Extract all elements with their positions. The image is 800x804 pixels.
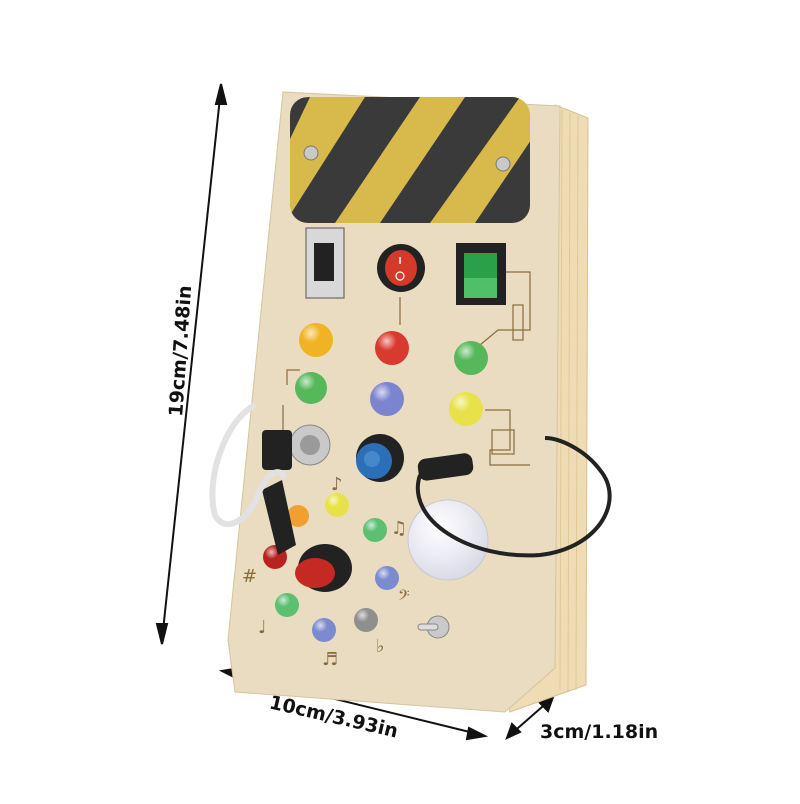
depth-dimension-arrow — [505, 695, 555, 740]
etched-circuit-lines — [282, 271, 531, 466]
svg-text:♫: ♫ — [391, 518, 407, 539]
screw-right — [495, 156, 511, 172]
svg-text:♬: ♬ — [322, 649, 338, 670]
key-lock-switch — [262, 424, 331, 555]
orange-small — [287, 505, 309, 527]
green-rocker-switch — [456, 243, 506, 305]
red-knob — [295, 544, 352, 592]
svg-text:𝄢: 𝄢 — [398, 587, 410, 608]
height-dimension-arrow — [155, 83, 228, 645]
hazard-stripe-plate — [290, 97, 530, 223]
white-lanyard — [209, 402, 288, 528]
slide-switch — [305, 227, 345, 299]
toggle-switch — [417, 615, 450, 639]
screw-left — [303, 145, 319, 161]
depth-dimension-label: 3cm/1.18in — [540, 721, 659, 743]
svg-text:♭: ♭ — [376, 636, 385, 657]
svg-text:#: # — [242, 566, 257, 587]
light-bulbs — [263, 323, 488, 642]
svg-text:♪: ♪ — [331, 474, 343, 495]
black-plug-cable — [415, 436, 612, 558]
red-rocker-switch — [377, 244, 425, 292]
music-note-etchings: ♪ ♫ # 𝄢 ♩ ♬ ♭ — [242, 474, 410, 670]
svg-text:♩: ♩ — [258, 617, 267, 638]
white-globe-bulb — [407, 499, 489, 581]
blue-knob — [356, 434, 404, 482]
